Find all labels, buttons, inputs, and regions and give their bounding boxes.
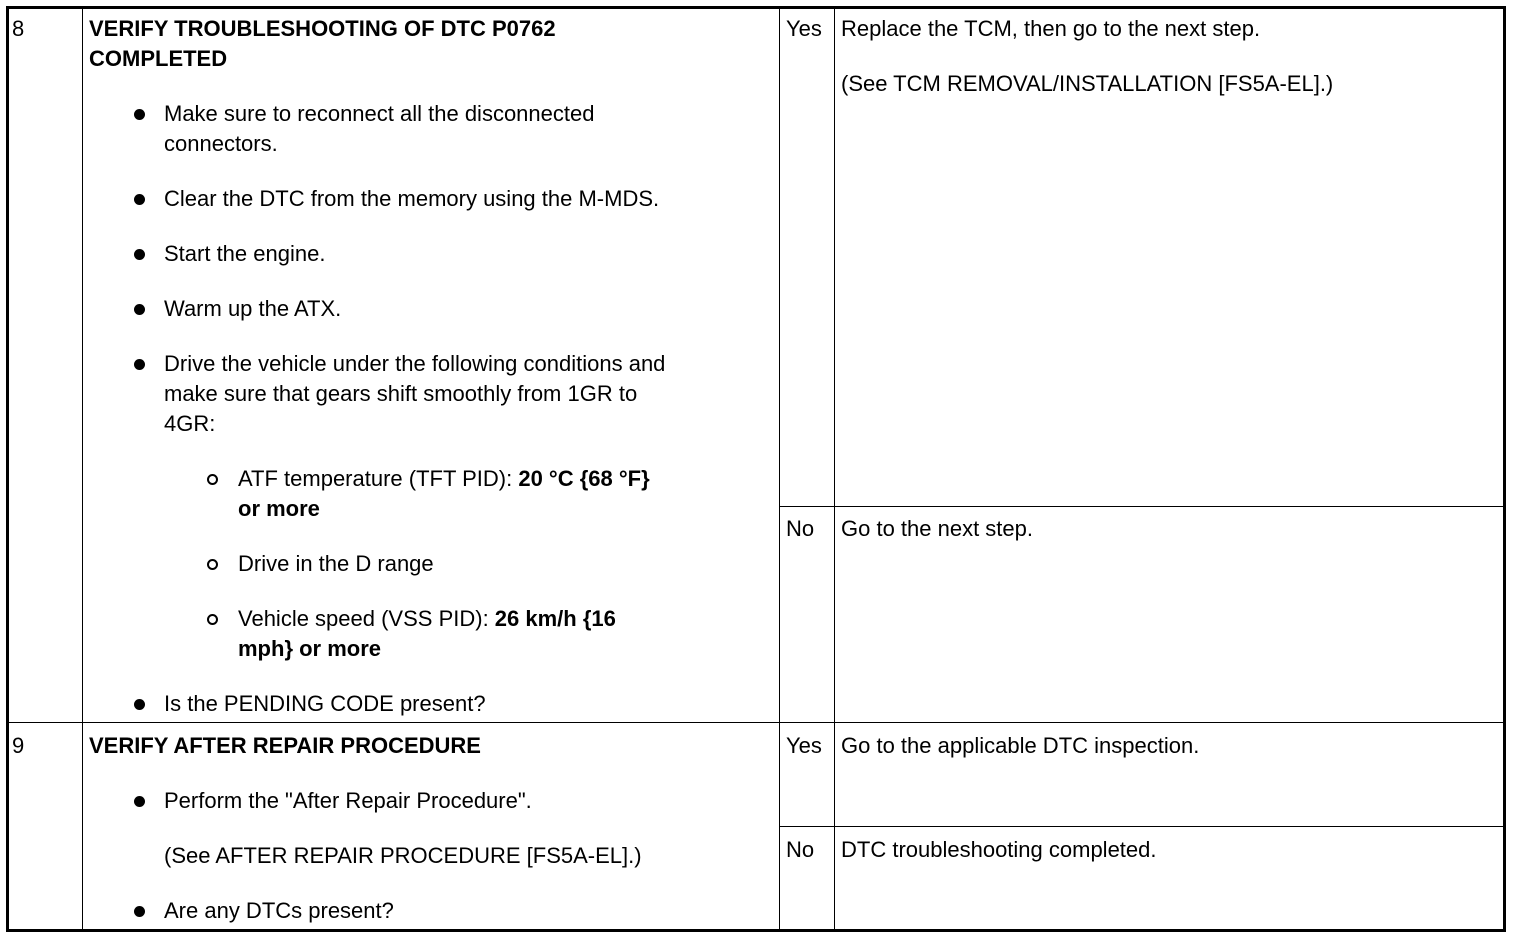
condition-label: Vehicle speed (VSS PID):: [238, 606, 495, 631]
row-divider-step8-yes-no: [779, 506, 1506, 507]
list-item: Make sure to reconnect all the disconnec…: [164, 101, 595, 126]
list-item: connectors.: [164, 131, 278, 156]
no-action: DTC troubleshooting completed.: [841, 837, 1157, 862]
yes-action: Replace the TCM, then go to the next ste…: [841, 16, 1261, 41]
sub-bullet-icon: [207, 559, 218, 570]
condition-value: 26 km/h {16: [494, 606, 616, 631]
list-item: Warm up the ATX.: [164, 296, 342, 321]
sub-list-item: ATF temperature (TFT PID): 20 °C {68 °F}: [238, 464, 650, 494]
bullet-icon: [134, 249, 145, 260]
column-divider-yesno: [779, 7, 780, 932]
step-title: VERIFY AFTER REPAIR PROCEDURE: [89, 733, 481, 758]
no-label: No: [786, 516, 815, 541]
bullet-icon: [134, 699, 145, 710]
bullet-icon: [134, 359, 145, 370]
list-item: 4GR:: [164, 411, 216, 436]
condition-value: 20 °C {68 °F}: [518, 466, 650, 491]
row-divider-step8-9: [7, 722, 1506, 723]
no-label: No: [786, 837, 815, 862]
column-divider-step: [82, 7, 83, 932]
condition-label: ATF temperature (TFT PID):: [238, 466, 519, 491]
bullet-icon: [134, 796, 145, 807]
condition-value: mph} or more: [238, 636, 382, 661]
list-item: Are any DTCs present?: [164, 898, 394, 923]
no-action: Go to the next step.: [841, 516, 1034, 541]
yes-label: Yes: [786, 733, 822, 758]
list-item: Start the engine.: [164, 241, 326, 266]
step-title: VERIFY TROUBLESHOOTING OF DTC P0762: [89, 16, 556, 41]
yes-label: Yes: [786, 16, 822, 41]
sub-bullet-icon: [207, 474, 218, 485]
yes-reference: (See TCM REMOVAL/INSTALLATION [FS5A-EL].…: [841, 71, 1334, 96]
list-item: Drive the vehicle under the following co…: [164, 351, 666, 376]
column-divider-action: [834, 7, 835, 932]
sub-list-item: Vehicle speed (VSS PID): 26 km/h {16: [238, 604, 616, 634]
yes-action: Go to the applicable DTC inspection.: [841, 733, 1200, 758]
list-item: Clear the DTC from the memory using the …: [164, 186, 660, 211]
list-item: make sure that gears shift smoothly from…: [164, 381, 638, 406]
condition-value: or more: [238, 496, 320, 521]
sub-list-item: Drive in the D range: [238, 551, 434, 576]
troubleshooting-table: [6, 6, 1506, 932]
reference-text: (See AFTER REPAIR PROCEDURE [FS5A-EL].): [164, 843, 642, 868]
row-divider-step9-yes-no: [779, 826, 1506, 827]
step-title: COMPLETED: [89, 46, 228, 71]
step-number: 8: [12, 16, 25, 41]
bullet-icon: [134, 906, 145, 917]
list-item: Perform the "After Repair Procedure".: [164, 788, 532, 813]
step-number: 9: [12, 733, 25, 758]
sub-bullet-icon: [207, 614, 218, 625]
list-item: Is the PENDING CODE present?: [164, 691, 486, 716]
bullet-icon: [134, 194, 145, 205]
bullet-icon: [134, 304, 145, 315]
bullet-icon: [134, 109, 145, 120]
